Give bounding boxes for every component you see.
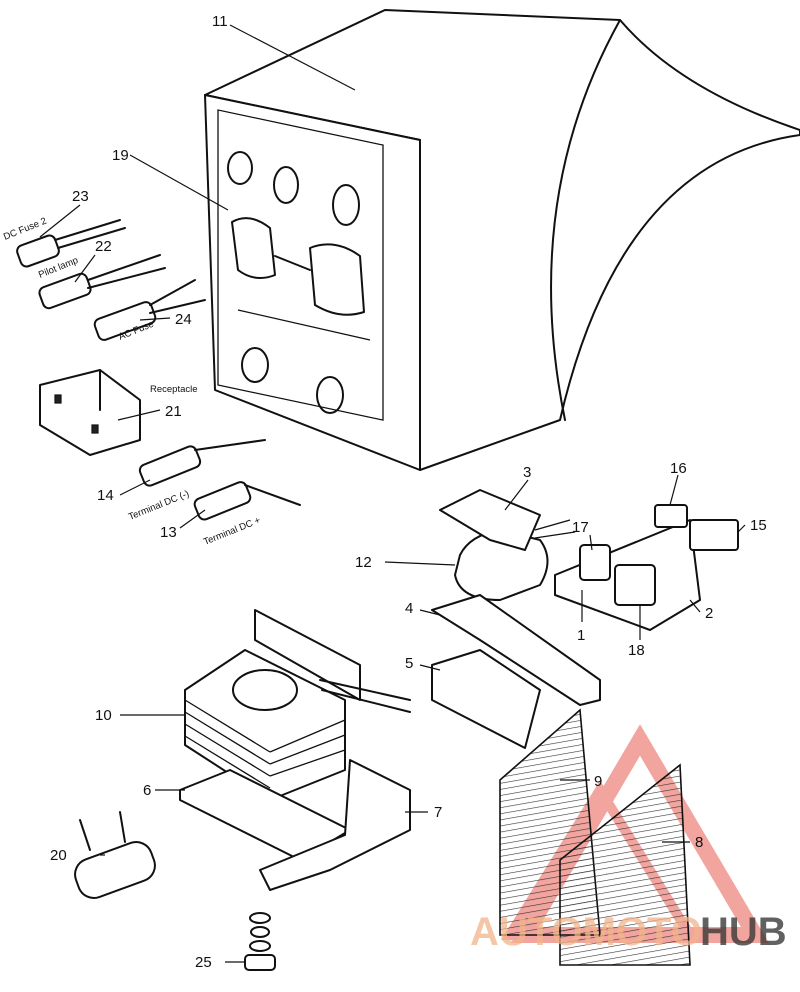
callout-1: 1 — [577, 627, 585, 644]
capacitor — [439, 489, 576, 601]
base-plate — [179, 759, 411, 891]
label-terminal-dc-neg: Terminal DC (-) — [127, 488, 191, 522]
callout-18: 18 — [628, 642, 645, 659]
label-terminal-dc-pos: Terminal DC + — [202, 515, 263, 548]
callout-12: 12 — [355, 554, 372, 571]
callout-20: 20 — [50, 847, 67, 864]
callout-22: 22 — [95, 238, 112, 255]
receptacle — [39, 369, 141, 456]
callout-11: 11 — [212, 13, 228, 30]
ac-fuse-holder — [93, 279, 206, 341]
mounting-nut — [244, 912, 276, 971]
pilot-lamp — [38, 254, 166, 310]
label-receptacle: Receptacle — [150, 384, 198, 395]
callout-4: 4 — [405, 600, 413, 617]
callout-23: 23 — [72, 188, 89, 205]
watermark-brand-part1: AUTOMOTO — [470, 910, 702, 954]
callout-25: 25 — [195, 954, 212, 971]
cabinet-housing — [204, 9, 800, 471]
watermark-text: AUTOMOTO HUB — [470, 910, 787, 954]
callout-16: 16 — [670, 460, 687, 477]
heatsink-panels — [499, 708, 691, 966]
resistor — [74, 811, 156, 899]
callout-5: 5 — [405, 655, 413, 672]
callout-numbers: 11 19 23 22 24 21 14 13 3 12 4 5 10 6 7 … — [50, 13, 767, 971]
callout-13: 13 — [160, 524, 177, 541]
callout-24: 24 — [175, 311, 192, 328]
leader-lines — [39, 24, 746, 963]
plug-connectors — [554, 504, 739, 631]
callout-6: 6 — [143, 782, 151, 799]
mounting-bracket — [431, 594, 601, 749]
callout-14: 14 — [97, 487, 114, 504]
callout-10: 10 — [95, 707, 112, 724]
callout-7: 7 — [434, 804, 442, 821]
callout-9: 9 — [594, 773, 602, 790]
callout-21: 21 — [165, 403, 182, 420]
watermark-brand-part2: HUB — [700, 910, 787, 954]
callout-17: 17 — [572, 519, 589, 536]
transformer — [184, 609, 411, 801]
callout-19: 19 — [112, 147, 129, 164]
callout-8: 8 — [695, 834, 703, 851]
callout-15: 15 — [750, 517, 767, 534]
callout-2: 2 — [705, 605, 713, 622]
terminal-dc-negative — [138, 439, 266, 487]
callout-3: 3 — [523, 464, 531, 481]
dc-fuse-holder — [16, 219, 126, 268]
terminal-dc-positive — [193, 481, 301, 521]
